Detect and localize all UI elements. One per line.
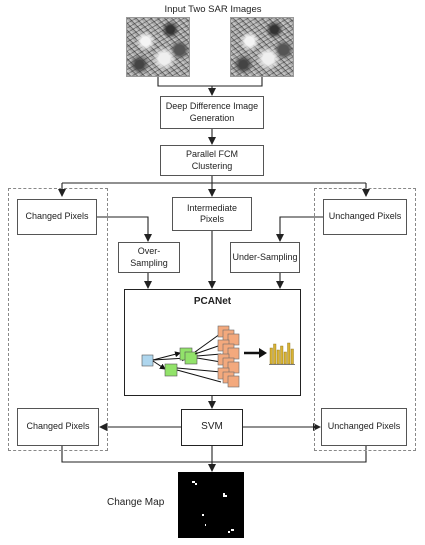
changed-pixels-bottom-label: Changed Pixels xyxy=(26,421,90,432)
pcanet-network-icon xyxy=(141,325,295,388)
changed-pixels-top-label: Changed Pixels xyxy=(25,211,89,222)
unchanged-pixels-bottom-label: Unchanged Pixels xyxy=(327,421,401,432)
changed-pixels-top-box: Changed Pixels xyxy=(17,199,97,235)
intermediate-pixels-line1: Intermediate xyxy=(186,202,238,213)
change-map-speckles xyxy=(192,481,234,533)
change-map-image xyxy=(178,472,244,538)
changed-pixels-bottom-box: Changed Pixels xyxy=(17,408,99,446)
over-sampling-box: Over-Sampling xyxy=(118,242,180,273)
parallel-fcm-line1: Parallel FCM xyxy=(185,149,238,160)
pcanet-title: PCANet xyxy=(193,296,232,307)
changed-group-frame xyxy=(8,188,108,451)
unchanged-pixels-bottom-box: Unchanged Pixels xyxy=(321,408,407,446)
deep-difference-line2: Generation xyxy=(189,112,235,123)
intermediate-pixels-box: Intermediate Pixels xyxy=(172,197,252,231)
pcanet-box: PCANet xyxy=(124,289,301,396)
unchanged-pixels-top-box: Unchanged Pixels xyxy=(323,199,407,235)
unchanged-group-frame xyxy=(314,188,416,451)
change-map-label: Change Map xyxy=(107,497,165,508)
under-sampling-label: Under-Sampling xyxy=(232,251,298,262)
input-title: Input Two SAR Images xyxy=(164,4,262,15)
sar-image-1 xyxy=(126,17,190,77)
unchanged-pixels-top-label: Unchanged Pixels xyxy=(328,211,402,222)
intermediate-pixels-line2: Pixels xyxy=(199,214,224,224)
svm-label: SVM xyxy=(201,421,223,433)
sar-image-2 xyxy=(230,17,294,77)
input-node-icon xyxy=(141,354,154,367)
parallel-fcm-box: Parallel FCM Clustering xyxy=(160,145,264,176)
parallel-fcm-line2: Clustering xyxy=(191,160,233,171)
under-sampling-box: Under-Sampling xyxy=(230,242,300,273)
deep-difference-box: Deep Difference Image Generation xyxy=(160,96,264,129)
over-sampling-label: Over-Sampling xyxy=(130,246,168,268)
deep-difference-line1: Deep Difference Image xyxy=(165,101,259,112)
svm-box: SVM xyxy=(181,409,243,446)
